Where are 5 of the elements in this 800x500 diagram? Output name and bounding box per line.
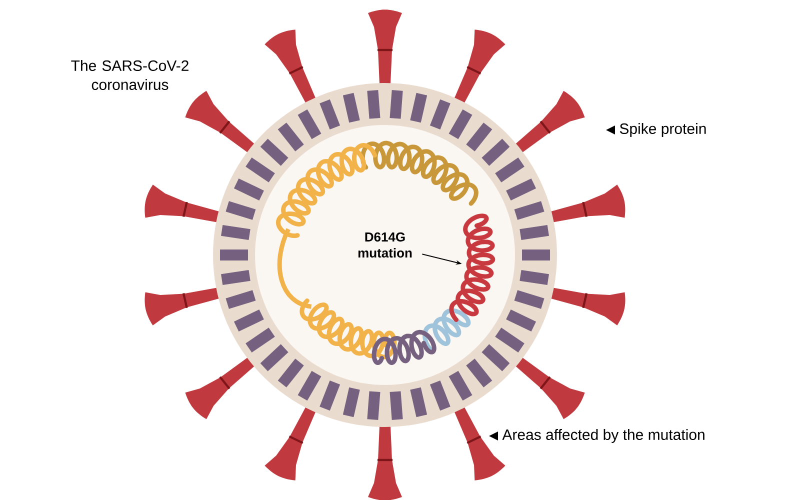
spike-label: Spike protein xyxy=(620,123,706,137)
mutation-label: D614G mutation xyxy=(358,232,412,258)
virus-label: The SARS-CoV-2 coronavirus xyxy=(71,60,188,90)
areas-label: Areas affected by the mutation xyxy=(502,429,704,443)
helix-segment xyxy=(449,214,496,322)
